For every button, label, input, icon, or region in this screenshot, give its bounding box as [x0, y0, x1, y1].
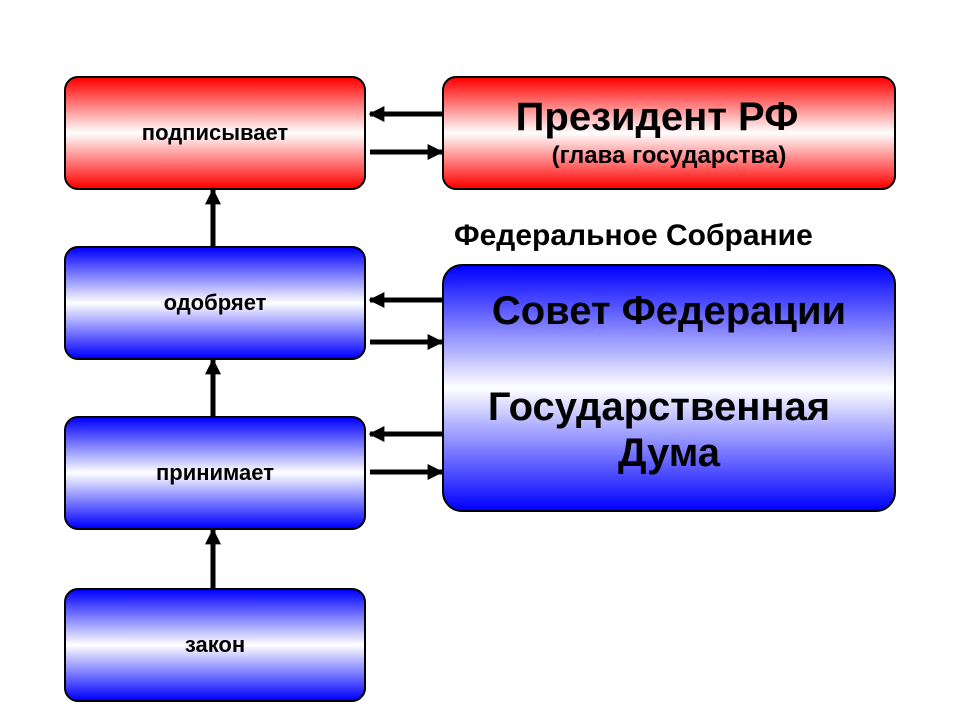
president-subtitle: (глава государства) — [551, 142, 787, 169]
step-approves-box: одобряет — [64, 246, 366, 360]
president-title: Президент РФ — [515, 95, 799, 139]
step-adopts-label: принимает — [155, 460, 274, 485]
step-law-label: закон — [184, 632, 246, 657]
federal-assembly-box: Совет Федерации Государственная Дума — [442, 264, 896, 512]
federal-assembly-heading: Федеральное Собрание — [454, 219, 813, 252]
step-signs-box: подписывает — [64, 76, 366, 190]
state-duma-label-line2: Дума — [617, 431, 720, 475]
state-duma-label-line1: Государственная — [487, 385, 831, 429]
step-signs-label: подписывает — [141, 120, 289, 145]
president-box: Президент РФ (глава государства) — [442, 76, 896, 190]
step-approves-label: одобряет — [163, 290, 267, 315]
step-law-box: закон — [64, 588, 366, 702]
federation-council-label: Совет Федерации — [491, 289, 847, 333]
step-adopts-box: принимает — [64, 416, 366, 530]
